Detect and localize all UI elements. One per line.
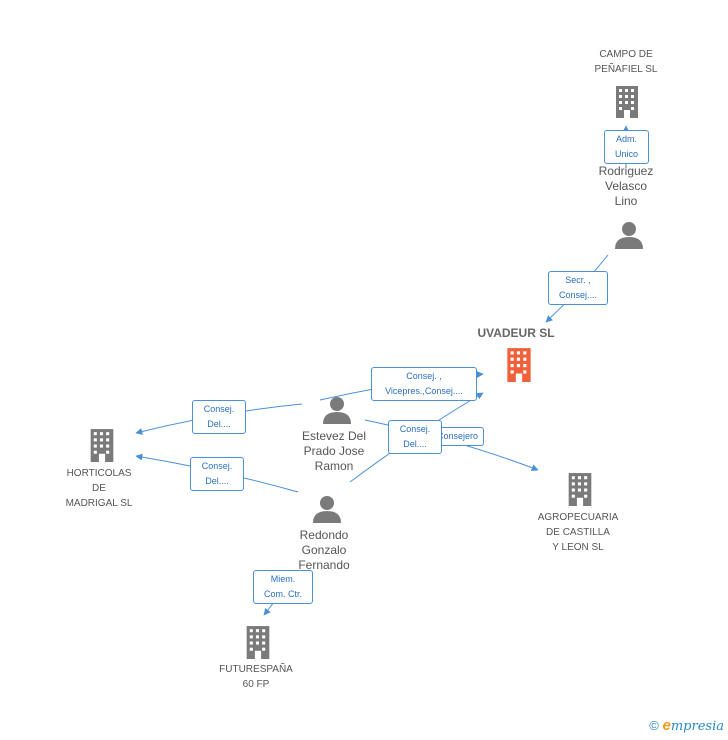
- edge-label-estevez-uvadeur[interactable]: Consej. , Vicepres.,Consej....: [371, 367, 477, 401]
- building-icon-agropecuaria[interactable]: [564, 471, 596, 506]
- edge-label-redondo-uvadeur[interactable]: Consej. Del....: [388, 420, 442, 454]
- node-label-rodriguez[interactable]: Rodriguez Velasco Lino: [598, 164, 654, 208]
- person-icon-redondo[interactable]: [312, 494, 342, 524]
- node-label-redondo[interactable]: Redondo Gonzalo Fernando: [298, 528, 350, 572]
- edge-label-redondo-futurespana[interactable]: Miem. Com. Ctr.: [253, 570, 313, 604]
- person-icon-estevez[interactable]: [322, 395, 352, 425]
- brand-logo-initial: e: [662, 717, 671, 734]
- person-icon-rodriguez[interactable]: [614, 220, 644, 250]
- copyright-symbol: ©: [649, 718, 659, 733]
- node-label-estevez[interactable]: Estevez Del Prado Jose Ramon: [301, 429, 367, 473]
- edge-label-estevez-horticolas[interactable]: Consej. Del....: [192, 400, 246, 434]
- building-icon-futurespana[interactable]: [242, 624, 274, 659]
- edge-label-rodriguez-uvadeur[interactable]: Secr. , Consej....: [548, 271, 608, 305]
- node-label-uvadeur[interactable]: UVADEUR SL: [477, 326, 555, 340]
- node-label-horticolas[interactable]: HORTICOLAS DE MADRIGAL SL: [65, 468, 133, 509]
- building-icon-horticolas[interactable]: [86, 427, 118, 462]
- building-icon-campo[interactable]: [612, 84, 642, 118]
- node-label-futurespana[interactable]: FUTURESPAÑA 60 FP: [219, 664, 293, 690]
- edge-label-rodriguez-campo[interactable]: Adm. Unico: [604, 130, 649, 164]
- building-icon-uvadeur[interactable]: [502, 346, 536, 382]
- edge-label-redondo-horticolas[interactable]: Consej. Del....: [190, 457, 244, 491]
- brand-logo-text: mpresia: [670, 719, 724, 734]
- node-label-campo[interactable]: CAMPO DE PEÑAFIEL SL: [594, 49, 658, 75]
- brand-footer[interactable]: © empresia: [649, 717, 724, 734]
- node-label-agropecuaria[interactable]: AGROPECUARIA DE CASTILLA Y LEON SL: [537, 512, 619, 553]
